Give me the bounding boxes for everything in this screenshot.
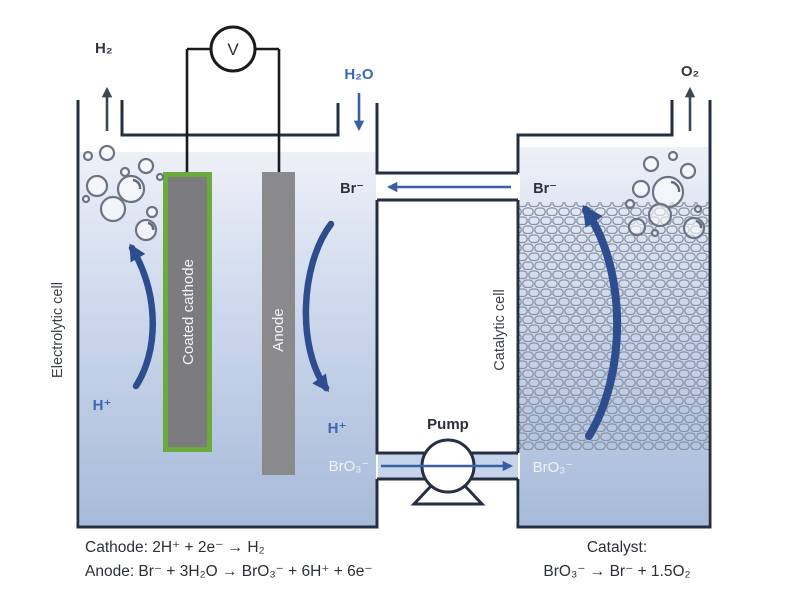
br-label-catalytic: Br⁻ xyxy=(533,181,557,197)
h-plus-label-cathode: H⁺ xyxy=(93,397,112,414)
catalyst-reaction-title: Catalyst: xyxy=(587,539,647,556)
coated-cathode xyxy=(168,177,207,447)
pump-label: Pump xyxy=(427,416,469,433)
h-plus-label-anode: H⁺ xyxy=(328,420,347,437)
anode-reaction: Anode: Br⁻ + 3H₂O → BrO₃⁻ + 6H⁺ + 6e⁻ xyxy=(85,563,373,580)
anode xyxy=(262,172,295,475)
anode-circulation-arrow xyxy=(302,220,335,393)
bro3-label-catalytic: BrO₃⁻ xyxy=(533,459,574,476)
cathode-circulation-arrow xyxy=(128,243,156,390)
h2o-inlet-label: H₂O xyxy=(344,66,373,83)
voltmeter-icon xyxy=(209,25,257,73)
coated-cathode-label: Coated cathode xyxy=(180,259,197,365)
cathode-reaction: Cathode: 2H⁺ + 2e⁻ → H₂ xyxy=(85,539,265,556)
anode-label: Anode xyxy=(270,308,287,351)
o2-outlet-label: O₂ xyxy=(681,63,699,80)
br-label-electrolytic: Br⁻ xyxy=(340,181,364,197)
catalytic-cell-label: Catalytic cell xyxy=(492,289,508,370)
bro3-label-electrolytic: BrO₃⁻ xyxy=(329,458,370,475)
electrolytic-cell-wall xyxy=(76,100,518,529)
bubbles-catalytic xyxy=(624,150,706,240)
electrolytic-liquid xyxy=(80,152,376,526)
voltmeter-label: V xyxy=(227,40,239,59)
catalytic-circulation-arrow xyxy=(582,204,622,440)
catalytic-cell-wall xyxy=(516,100,712,529)
bubbles-electrolytic xyxy=(81,144,165,242)
h2-outlet-label: H₂ xyxy=(95,40,113,57)
catalyst-reaction: BrO₃⁻ → Br⁻ + 1.5O₂ xyxy=(543,563,690,580)
electrolytic-cell-label: Electrolytic cell xyxy=(50,282,66,378)
